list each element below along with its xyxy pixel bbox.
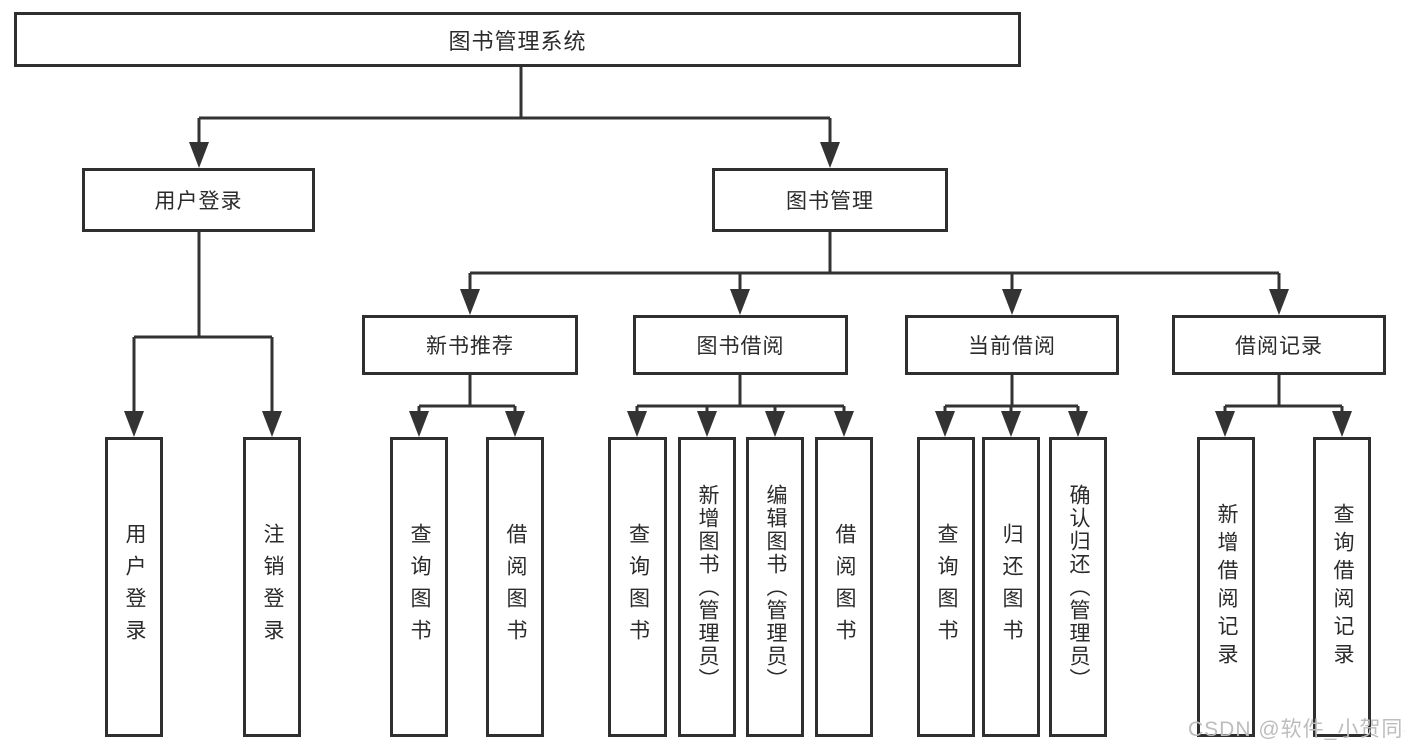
leaf-user-login: 用户登录 xyxy=(105,437,163,737)
leaf-query-books: 查询图书 xyxy=(917,437,975,737)
leaf-label: 查询图书 xyxy=(935,523,958,651)
leaf-borrow-books: 借阅图书 xyxy=(815,437,873,737)
leaf-logout: 注销登录 xyxy=(243,437,301,737)
node-label: 新书推荐 xyxy=(426,335,514,358)
node-label: 用户登录 xyxy=(154,190,243,213)
leaf-label: 注销登录 xyxy=(261,523,284,651)
leaf-label: 确认归还（管理员） xyxy=(1067,483,1090,691)
node-label: 借阅记录 xyxy=(1235,335,1323,358)
leaf-borrow-books: 借阅图书 xyxy=(486,437,544,737)
leaf-label: 用户登录 xyxy=(123,523,146,651)
leaf-label: 编辑图书（管理员） xyxy=(764,483,787,691)
leaf-add-borrow-record: 新增借阅记录 xyxy=(1197,437,1255,737)
leaf-query-books: 查询图书 xyxy=(390,437,448,737)
csdn-watermark: CSDN @软件_小贺同学 xyxy=(1188,718,1405,741)
leaf-label: 查询图书 xyxy=(626,523,650,651)
node-user-login-branch: 用户登录 xyxy=(82,168,315,232)
node-borrowing-records: 借阅记录 xyxy=(1172,315,1386,375)
leaf-label: 新增图书（管理员） xyxy=(696,483,719,691)
leaf-label: 查询借阅记录 xyxy=(1331,503,1354,671)
root-node-label: 图书管理系统 xyxy=(448,28,587,54)
leaf-return-books: 归还图书 xyxy=(982,437,1040,737)
leaf-label: 借阅图书 xyxy=(833,523,856,651)
root-node-library-management-system: 图书管理系统 xyxy=(14,12,1021,67)
leaf-add-books-admin: 新增图书（管理员） xyxy=(678,437,736,737)
node-new-book-recommend: 新书推荐 xyxy=(362,315,578,375)
node-current-borrowing: 当前借阅 xyxy=(905,315,1119,375)
leaf-query-books: 查询图书 xyxy=(608,437,667,737)
leaf-label: 归还图书 xyxy=(1000,523,1023,651)
leaf-edit-books-admin: 编辑图书（管理员） xyxy=(746,437,804,737)
node-book-management-branch: 图书管理 xyxy=(712,168,948,232)
node-label: 当前借阅 xyxy=(968,335,1056,358)
leaf-query-borrow-record: 查询借阅记录 xyxy=(1313,437,1371,737)
node-label: 图书借阅 xyxy=(696,335,785,358)
leaf-label: 查询图书 xyxy=(408,523,431,651)
node-label: 图书管理 xyxy=(786,190,874,213)
leaf-confirm-return-admin: 确认归还（管理员） xyxy=(1049,437,1107,737)
leaf-label: 借阅图书 xyxy=(504,523,527,651)
leaf-label: 新增借阅记录 xyxy=(1215,503,1238,671)
node-book-borrowing: 图书借阅 xyxy=(633,315,848,375)
arrowhead-icons xyxy=(124,142,1352,437)
